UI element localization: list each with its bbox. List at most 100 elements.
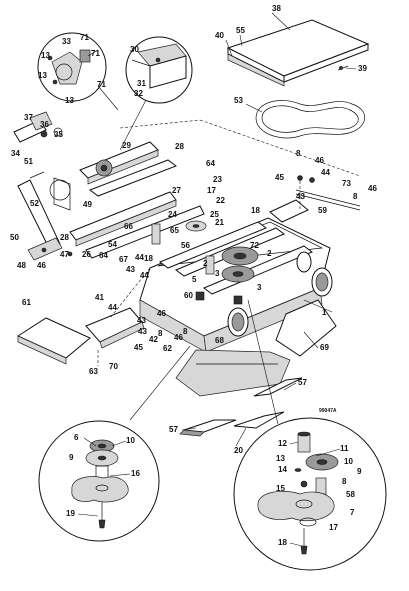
callout-52: 52: [30, 199, 39, 208]
detail-circle-spindle-right: [233, 299, 387, 571]
callout-8b: 8: [158, 329, 163, 338]
callout-33: 33: [62, 37, 71, 46]
drive-belt: [255, 100, 366, 139]
callout-13: 13: [41, 51, 50, 60]
reference-lines: [97, 119, 361, 366]
cutting-blades: [179, 377, 303, 437]
callout-43b: 43: [137, 316, 146, 325]
callout-41: 41: [95, 293, 104, 302]
cover-fastener-39: [337, 65, 349, 71]
callout-39: 39: [358, 64, 367, 73]
callout-22: 22: [216, 196, 225, 205]
callout-51: 51: [24, 157, 33, 166]
callout-17: 17: [207, 186, 216, 195]
callout-9: 9: [69, 453, 74, 462]
callout-8e: 8: [342, 477, 347, 486]
callout-56: 56: [181, 241, 190, 250]
callout-19: 19: [66, 509, 75, 518]
callout-15: 15: [276, 484, 285, 493]
callout-44b: 44: [140, 271, 149, 280]
callout-46b: 46: [157, 309, 166, 318]
callout-54: 54: [108, 240, 117, 249]
callout-30: 30: [130, 45, 139, 54]
callout-44: 44: [135, 253, 144, 262]
callout-65: 65: [170, 226, 179, 235]
lift-arm-plates: [69, 191, 205, 259]
callout-9b: 9: [357, 467, 362, 476]
callout-2: 2: [203, 259, 208, 268]
callout-59: 59: [318, 206, 327, 215]
callout-36: 36: [40, 120, 49, 129]
figure-code: 99047A: [319, 408, 337, 414]
callout-11: 11: [340, 444, 349, 453]
callout-34: 34: [11, 149, 20, 158]
callout-47: 47: [60, 250, 69, 259]
callout-66: 66: [124, 222, 133, 231]
callout-55: 55: [236, 26, 245, 35]
callout-45b: 45: [275, 173, 284, 182]
callout-6: 6: [74, 433, 79, 442]
callout-29: 29: [122, 141, 131, 150]
callout-24: 24: [168, 210, 177, 219]
callout-10b: 10: [344, 457, 353, 466]
callout-5: 5: [192, 275, 197, 284]
callout-14: 14: [278, 465, 287, 474]
callout-45: 45: [134, 343, 143, 352]
callout-27: 27: [172, 186, 181, 195]
callout-72: 72: [250, 241, 259, 250]
callout-70: 70: [109, 362, 118, 371]
callout-58: 58: [346, 490, 355, 499]
callout-46d: 46: [315, 156, 324, 165]
callout-46c: 46: [174, 333, 183, 342]
callout-13b: 13: [38, 71, 47, 80]
callout-43c: 43: [138, 327, 147, 336]
callout-3: 3: [215, 269, 220, 278]
callout-44d: 44: [321, 168, 330, 177]
callout-48: 48: [17, 261, 26, 270]
deck-gauge-wheels: [227, 251, 333, 337]
callout-32: 32: [134, 89, 143, 98]
callout-43d: 43: [296, 192, 305, 201]
callout-13d: 13: [276, 454, 285, 463]
callout-71b: 71: [91, 49, 100, 58]
callout-46: 46: [37, 261, 46, 270]
callout-8c: 8: [296, 149, 301, 158]
callout-20: 20: [234, 446, 243, 455]
lift-shaft: [79, 141, 178, 197]
deck-cover-panel: [226, 19, 370, 87]
callout-leaders: [77, 12, 357, 547]
callout-31: 31: [137, 79, 146, 88]
callout-37: 37: [24, 113, 33, 122]
side-discharge-chute: [16, 307, 145, 365]
callout-23: 23: [213, 175, 222, 184]
callout-18b: 18: [144, 254, 153, 263]
callout-26: 26: [82, 250, 91, 259]
detail-circle-spindle-left: [38, 345, 191, 542]
callout-18: 18: [251, 206, 260, 215]
callout-57b: 57: [169, 425, 178, 434]
callout-64b: 64: [99, 251, 108, 260]
callout-53: 53: [234, 96, 243, 105]
callout-73: 73: [342, 179, 351, 188]
callout-50: 50: [10, 233, 19, 242]
mower-deck-housing: [139, 217, 331, 353]
callout-8d: 8: [353, 192, 358, 201]
callout-labels: 38 55 40 39 53 33 71 13 71 71 13 13 30 3…: [10, 4, 377, 547]
callout-18c: 18: [278, 538, 287, 547]
callout-10: 10: [126, 436, 135, 445]
callout-68: 68: [215, 336, 224, 345]
callout-28b: 28: [60, 233, 69, 242]
callout-25: 25: [210, 210, 219, 219]
callout-28: 28: [175, 142, 184, 151]
callout-46e: 46: [368, 184, 377, 193]
callout-49: 49: [83, 200, 92, 209]
callout-35: 35: [54, 130, 63, 139]
deck-baffles: [175, 299, 337, 397]
callout-67: 67: [119, 255, 128, 264]
callout-62: 62: [163, 344, 172, 353]
detail-circle-pivot: [37, 32, 119, 111]
right-side-bracket: [269, 175, 361, 223]
callout-13c: 13: [65, 96, 74, 105]
callout-1: 1: [322, 308, 327, 317]
